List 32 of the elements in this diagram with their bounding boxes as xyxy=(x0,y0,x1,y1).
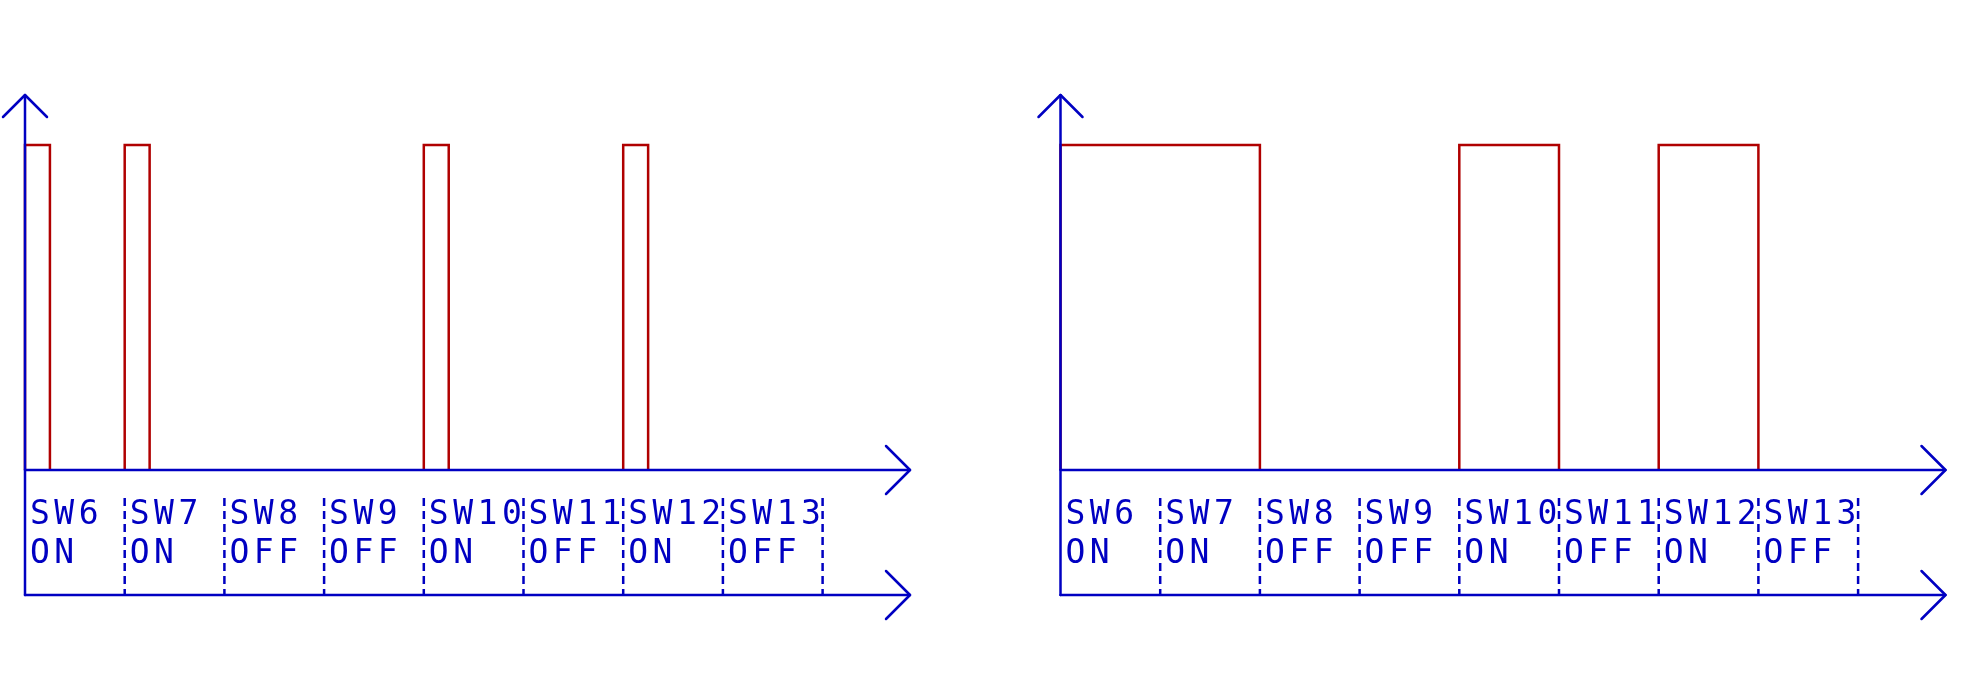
switch-label: SW8 xyxy=(229,496,303,529)
state-label: ON xyxy=(129,535,179,568)
state-label: ON xyxy=(428,535,478,568)
state-label: ON xyxy=(1065,535,1115,568)
state-label: OFF xyxy=(1564,535,1638,568)
switch-label: SW10 xyxy=(428,496,527,529)
switch-label: SW6 xyxy=(1065,496,1139,529)
state-label: ON xyxy=(30,535,79,568)
state-label: OFF xyxy=(528,535,602,568)
switch-label: SW11 xyxy=(1564,496,1662,529)
switch-label: SW7 xyxy=(1165,496,1239,529)
switch-label: SW7 xyxy=(129,496,203,529)
state-label: ON xyxy=(1663,535,1713,568)
state-label: OFF xyxy=(727,535,801,568)
switch-label: SW6 xyxy=(30,496,104,529)
switch-label: SW12 xyxy=(628,496,726,529)
switch-label: SW11 xyxy=(528,496,626,529)
switch-label: SW9 xyxy=(329,496,403,529)
switch-label: SW12 xyxy=(1663,496,1762,529)
switch-label: SW9 xyxy=(1364,496,1438,529)
state-label: OFF xyxy=(1763,535,1837,568)
switch-label: SW8 xyxy=(1264,496,1338,529)
state-label: ON xyxy=(1464,535,1514,568)
state-label: ON xyxy=(1165,535,1214,568)
switch-label: SW13 xyxy=(727,496,826,529)
state-label: OFF xyxy=(329,535,403,568)
switch-label: SW10 xyxy=(1464,496,1562,529)
state-label: ON xyxy=(628,535,677,568)
state-label: OFF xyxy=(1364,535,1438,568)
state-label: OFF xyxy=(1264,535,1338,568)
switch-label: SW13 xyxy=(1763,496,1861,529)
state-label: OFF xyxy=(229,535,303,568)
